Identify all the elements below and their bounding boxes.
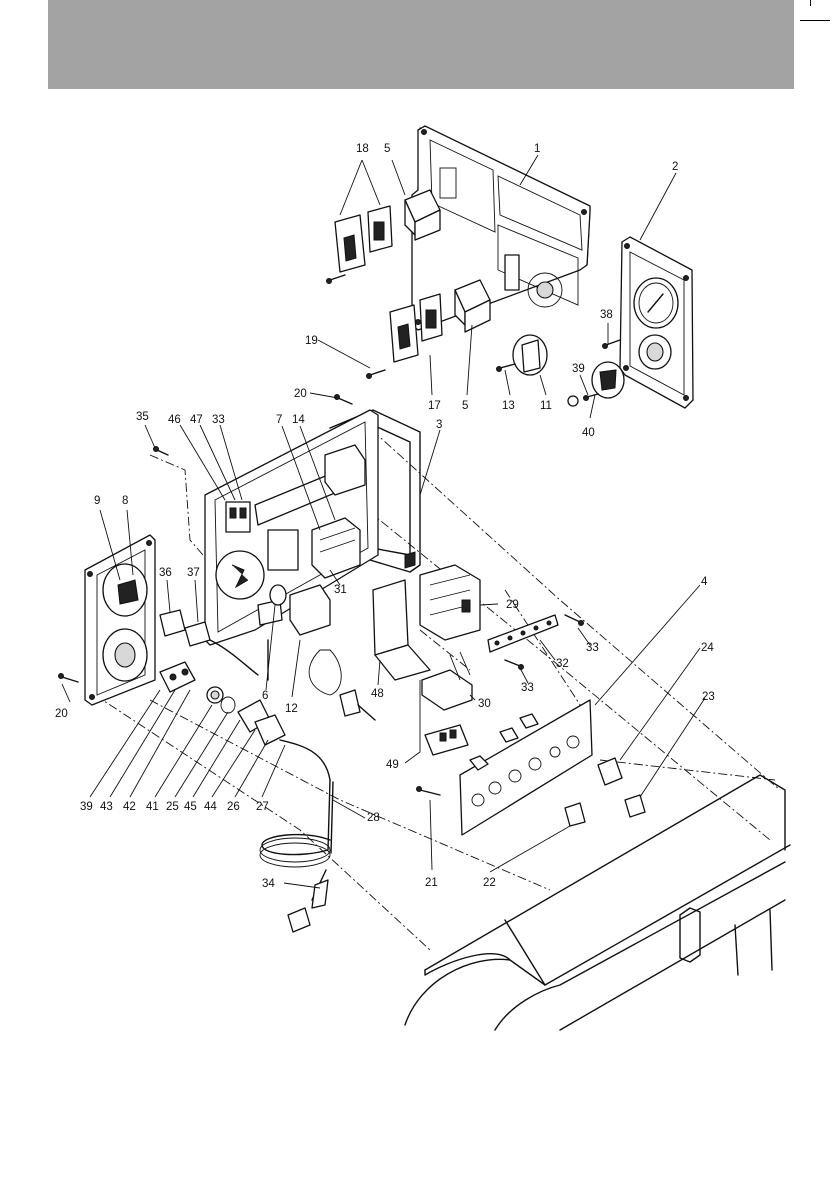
callout-49: 49 (386, 759, 399, 771)
screws-upper (154, 275, 621, 455)
callout-22: 22 (483, 877, 496, 889)
callout-33-upper: 33 (212, 414, 225, 426)
callout-32: 32 (556, 658, 569, 670)
callout-9: 9 (94, 495, 100, 507)
callout-19: 19 (305, 335, 318, 347)
callout-38: 38 (600, 309, 613, 321)
callout-23: 23 (702, 691, 715, 703)
callout-21: 21 (425, 877, 438, 889)
callout-4: 4 (701, 576, 708, 588)
callout-41: 41 (146, 801, 159, 813)
callout-43: 43 (100, 801, 113, 813)
callout-11: 11 (540, 400, 552, 412)
callout-14: 14 (292, 414, 305, 426)
callout-35: 35 (136, 411, 149, 423)
callout-39-upper: 39 (572, 363, 585, 375)
callout-13: 13 (502, 400, 515, 412)
callout-3: 3 (436, 419, 442, 431)
callout-47: 47 (190, 414, 203, 426)
callout-28: 28 (367, 812, 380, 824)
callout-5-upper: 5 (384, 143, 390, 155)
gauge-panel (620, 237, 693, 408)
callout-24: 24 (701, 642, 714, 654)
callout-42: 42 (123, 801, 136, 813)
callout-20-lower: 20 (55, 708, 68, 720)
callout-25: 25 (166, 801, 179, 813)
callout-6: 6 (262, 690, 268, 702)
gas-hose (260, 780, 333, 932)
callout-27: 27 (256, 801, 269, 813)
callout-20-upper: 20 (294, 388, 307, 400)
callout-33-right: 33 (586, 642, 599, 654)
callout-31: 31 (334, 584, 347, 596)
callout-34: 34 (262, 878, 275, 890)
callout-30: 30 (478, 698, 491, 710)
callout-2: 2 (672, 161, 678, 173)
callout-1: 1 (534, 143, 540, 155)
callout-40: 40 (582, 427, 595, 439)
terminal-strip (488, 615, 584, 670)
callout-39-lower: 39 (80, 801, 93, 813)
callout-45: 45 (184, 801, 197, 813)
callout-5-lower: 5 (462, 400, 468, 412)
callout-36: 36 (159, 567, 172, 579)
callout-29: 29 (506, 599, 519, 611)
callout-12: 12 (285, 703, 298, 715)
callout-33-lower: 33 (521, 682, 534, 694)
cable-glands (565, 758, 645, 826)
callout-18: 18 (356, 143, 369, 155)
callout-7: 7 (276, 414, 282, 426)
callout-44: 44 (204, 801, 217, 813)
burner-assembly (160, 662, 330, 780)
side-panel (417, 700, 593, 835)
callout-46: 46 (168, 414, 181, 426)
callout-26: 26 (227, 801, 240, 813)
callout-37: 37 (187, 567, 200, 579)
callout-48: 48 (371, 688, 384, 700)
callout-17: 17 (428, 400, 441, 412)
gas-valve-panel (59, 535, 156, 705)
callout-8: 8 (122, 495, 128, 507)
